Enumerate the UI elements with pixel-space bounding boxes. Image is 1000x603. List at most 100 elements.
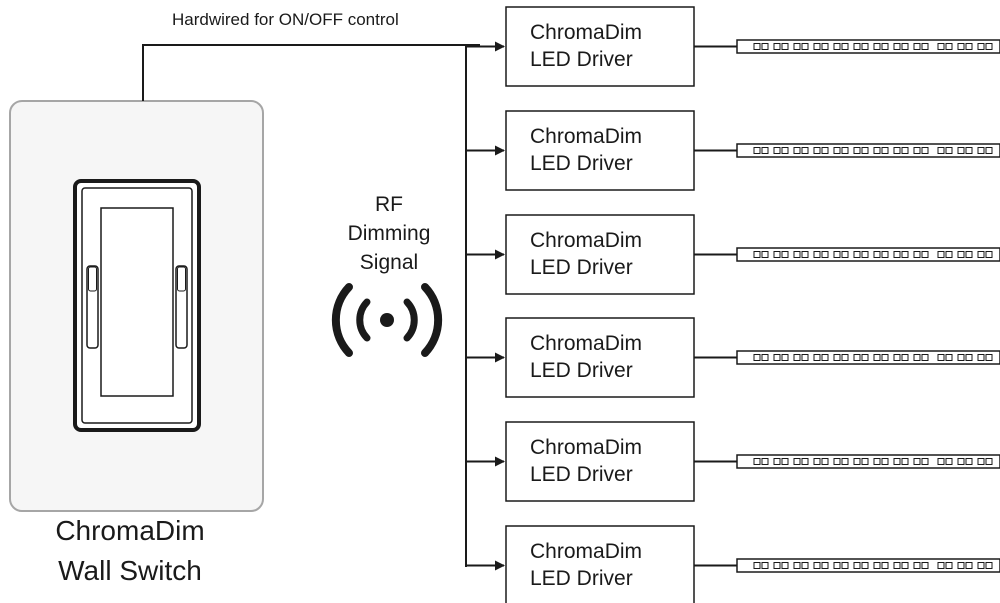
- led-chip: [781, 354, 789, 361]
- led-driver-label-line1: ChromaDim: [530, 21, 643, 44]
- led-strip-icon: [736, 143, 1000, 158]
- led-driver-label-line2: LED Driver: [530, 359, 633, 382]
- led-chip: [921, 562, 929, 569]
- led-chip: [945, 458, 953, 465]
- led-chip: [985, 562, 993, 569]
- led-chip: [913, 251, 921, 258]
- led-chip: [753, 562, 761, 569]
- driver-row: [466, 110, 1000, 191]
- led-chip: [965, 251, 973, 258]
- led-chip: [957, 147, 965, 154]
- led-driver-box: [505, 110, 695, 191]
- led-chip: [801, 251, 809, 258]
- led-chip: [901, 147, 909, 154]
- led-driver-box: [505, 317, 695, 398]
- led-chip: [793, 562, 801, 569]
- led-chip: [781, 43, 789, 50]
- led-chip: [793, 251, 801, 258]
- led-chip: [945, 147, 953, 154]
- rf-dimming-signal-label: RF Dimming Signal: [336, 190, 442, 277]
- led-chip: [901, 251, 909, 258]
- led-chip: [841, 147, 849, 154]
- led-chip: [893, 43, 901, 50]
- led-chip: [753, 251, 761, 258]
- led-chip: [977, 562, 985, 569]
- led-chip: [893, 458, 901, 465]
- led-chip: [893, 562, 901, 569]
- led-driver-label-line1: ChromaDim: [530, 332, 643, 355]
- wall-switch-label: ChromaDim Wall Switch: [48, 511, 212, 591]
- led-chip: [773, 147, 781, 154]
- led-chip: [957, 251, 965, 258]
- led-chip: [821, 354, 829, 361]
- led-chip: [813, 562, 821, 569]
- led-chip: [965, 147, 973, 154]
- led-chip: [893, 354, 901, 361]
- led-chip: [881, 147, 889, 154]
- led-chip: [801, 562, 809, 569]
- led-chip: [841, 354, 849, 361]
- led-chip: [861, 354, 869, 361]
- hardwired-wire: [142, 44, 480, 101]
- led-chip: [753, 458, 761, 465]
- led-chip: [957, 43, 965, 50]
- led-chip: [985, 251, 993, 258]
- led-chip: [913, 562, 921, 569]
- led-chip: [901, 43, 909, 50]
- rf-label-line3: Signal: [359, 251, 419, 274]
- rf-label-line2: Dimming: [347, 222, 431, 245]
- led-chip: [913, 354, 921, 361]
- led-chip: [773, 43, 781, 50]
- led-chip: [977, 354, 985, 361]
- led-strip-icon: [736, 454, 1000, 469]
- led-chip: [985, 147, 993, 154]
- led-chip: [893, 147, 901, 154]
- led-chip: [945, 354, 953, 361]
- led-chip: [965, 562, 973, 569]
- led-chip: [793, 354, 801, 361]
- led-chip: [821, 147, 829, 154]
- led-chip: [873, 43, 881, 50]
- led-chip: [861, 562, 869, 569]
- led-chip: [833, 562, 841, 569]
- led-chip: [853, 458, 861, 465]
- led-chip: [921, 458, 929, 465]
- led-chip: [801, 147, 809, 154]
- led-chip: [753, 43, 761, 50]
- led-chip: [753, 147, 761, 154]
- led-chip: [761, 251, 769, 258]
- led-chip: [965, 43, 973, 50]
- led-chip: [977, 147, 985, 154]
- led-chip: [753, 354, 761, 361]
- driver-row: [466, 6, 1000, 87]
- led-chip: [913, 43, 921, 50]
- led-driver-label-line1: ChromaDim: [530, 125, 643, 148]
- led-strip-icon: [736, 247, 1000, 262]
- led-chip: [813, 458, 821, 465]
- led-chip: [833, 354, 841, 361]
- led-chip: [873, 562, 881, 569]
- led-chip: [841, 562, 849, 569]
- led-chip: [793, 43, 801, 50]
- led-chip: [977, 458, 985, 465]
- led-chip: [761, 458, 769, 465]
- led-chip: [861, 147, 869, 154]
- led-driver-label-line2: LED Driver: [530, 256, 633, 279]
- led-chip: [881, 43, 889, 50]
- led-chip: [985, 354, 993, 361]
- led-chip: [761, 354, 769, 361]
- led-chip: [813, 43, 821, 50]
- led-chip: [841, 458, 849, 465]
- led-chip: [977, 251, 985, 258]
- led-chip: [773, 251, 781, 258]
- led-chip: [881, 354, 889, 361]
- led-chip: [901, 354, 909, 361]
- led-chip: [813, 251, 821, 258]
- led-chip: [881, 458, 889, 465]
- led-chip: [781, 251, 789, 258]
- dimmer-switch-icon: [9, 100, 264, 512]
- led-strip-icon: [736, 39, 1000, 54]
